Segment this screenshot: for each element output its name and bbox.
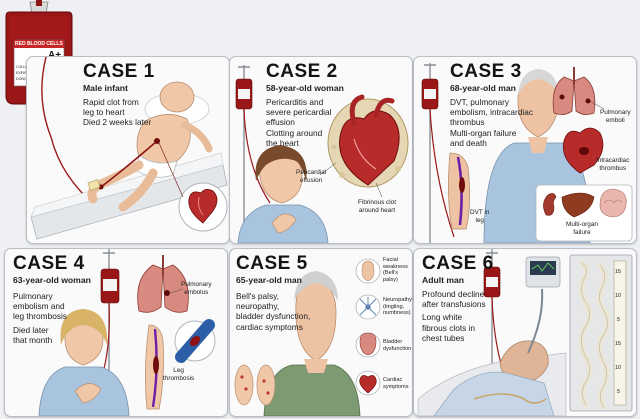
label-cardiac-symptoms: Cardiac symptoms	[383, 377, 409, 390]
case-5-title: CASE 5	[236, 253, 308, 274]
brain-icon	[599, 188, 627, 218]
case-6-subtitle: Adult man	[422, 275, 465, 285]
case-1-subtitle: Male infant	[83, 83, 128, 93]
label-bladder-dysfunction: Bladder dysfunction	[383, 339, 412, 352]
case-3-illustration	[421, 63, 633, 243]
leg-vein-icon	[448, 152, 470, 230]
case-4-title: CASE 4	[13, 253, 85, 274]
feet-icon	[234, 364, 276, 406]
case-5-subtitle: 65-year-old man	[236, 275, 302, 285]
lungs-icon	[137, 255, 189, 313]
ruler-tick-4: 15	[615, 341, 621, 347]
heart-icon	[327, 94, 409, 188]
label-intracardiac-thrombus: Intracardiac thrombus	[596, 157, 630, 172]
nerve-icon	[359, 297, 377, 316]
blood-type-label: A+	[48, 51, 61, 60]
blood-bag-label-line1: RED BLOOD CELLS	[15, 41, 63, 47]
case-4-description: Pulmonary embolism and leg thrombosis Di…	[13, 291, 67, 345]
case-1-illustration	[30, 57, 228, 240]
case-6-illustration	[417, 249, 633, 416]
heart-icon	[562, 127, 604, 174]
ruler-tick-1: 15	[615, 269, 621, 275]
case-6-panel: CASE 6 Adult man Profound decline after …	[413, 248, 637, 417]
case-3-subtitle: 68-year-old man	[450, 83, 516, 93]
label-leg-thrombosis: Leg thrombosis	[163, 367, 195, 382]
case-2-panel: CASE 2 58-year-old woman Pericarditis an…	[229, 56, 413, 244]
lungs-icon	[552, 67, 596, 115]
case-1-title: CASE 1	[83, 61, 155, 82]
label-facial-weakness: Facial weakness (Bell's palsy)	[383, 257, 408, 283]
case-2-title: CASE 2	[266, 61, 338, 82]
ruler-tick-2: 10	[615, 293, 621, 299]
label-neuropathy: Neuropathy (tingling, numbness)	[383, 297, 412, 317]
case-1-description: Rapid clot from leg to heart Died 2 week…	[83, 97, 152, 128]
label-fibrinous-clot: Fibrinous clot around heart	[358, 199, 397, 214]
case-6-title: CASE 6	[422, 253, 494, 274]
case-4-illustration	[38, 249, 216, 416]
liver-icon	[561, 192, 595, 218]
label-pericardial-effusion: Pericardial effusion	[296, 169, 327, 184]
heart-icon	[188, 189, 218, 224]
label-pulmonary-embolus: Pulmonary embolus	[181, 281, 212, 296]
case-5-illustration	[234, 258, 381, 416]
kidney-icon	[543, 193, 557, 216]
case-4-panel: CASE 4 63-year-old woman Pulmonary embol…	[4, 248, 228, 417]
case-5-panel: CASE 5 65-year-old man Bell's palsy, neu…	[229, 248, 413, 417]
heart-icon	[359, 375, 377, 394]
case-6-description: Profound decline after transfusions Long…	[422, 289, 486, 343]
ruler-tick-5: 10	[615, 365, 621, 371]
ruler-tick-6: 5	[617, 389, 620, 395]
label-dvt-in-leg: DVT in leg	[470, 209, 490, 224]
ruler-tick-3: 5	[617, 317, 620, 323]
case-5-description: Bell's palsy, neuropathy, bladder dysfun…	[236, 291, 311, 332]
case-2-illustration	[235, 65, 409, 243]
face-icon	[361, 260, 375, 282]
case-1-panel: CASE 1 Male infant Rapid clot from leg t…	[26, 56, 230, 244]
case-3-panel: CASE 3 68-year-old man DVT, pulmonary em…	[413, 56, 637, 244]
bladder-icon	[359, 332, 377, 356]
case-3-description: DVT, pulmonary embolism, intracardiac th…	[450, 97, 533, 148]
label-multi-organ-failure: Multi-organ failure	[566, 221, 598, 236]
case-2-subtitle: 58-year-old woman	[266, 83, 344, 93]
label-pulmonary-emboli: Pulmonary emboli	[600, 109, 631, 124]
case-3-title: CASE 3	[450, 61, 522, 82]
case-4-subtitle: 63-year-old woman	[13, 275, 91, 285]
case-2-description: Pericarditis and severe pericardial effu…	[266, 97, 332, 148]
